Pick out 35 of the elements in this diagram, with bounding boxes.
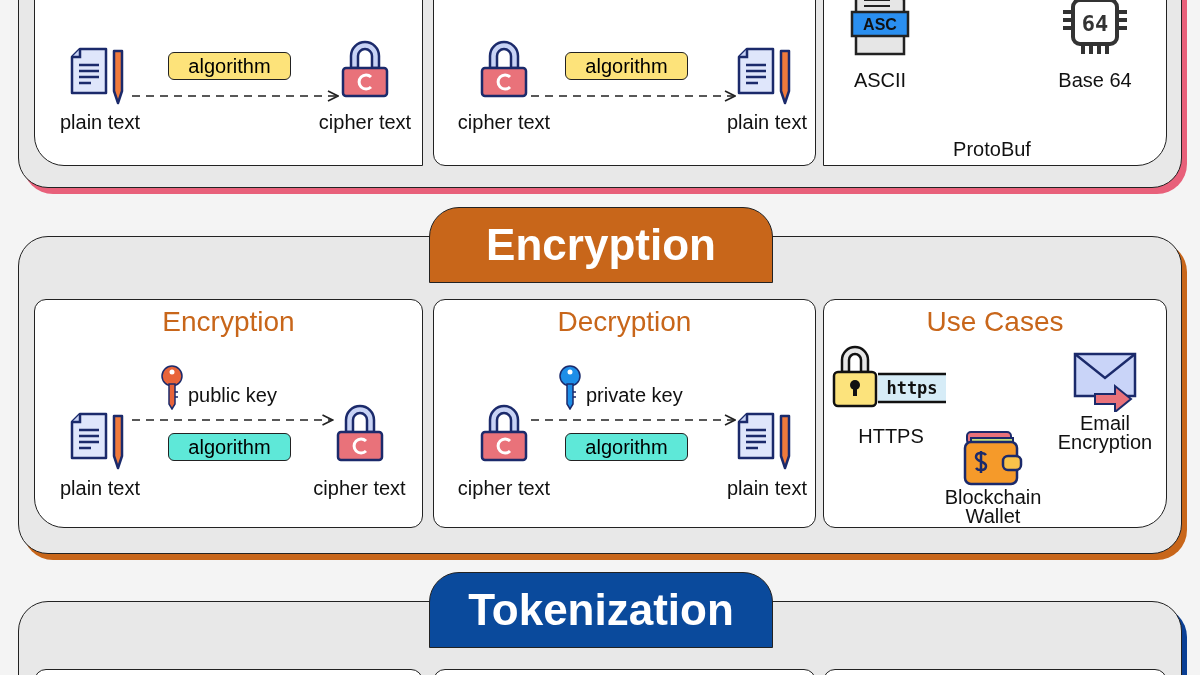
- card: [433, 299, 816, 528]
- card: [433, 0, 816, 166]
- node-label: plain text: [725, 478, 809, 498]
- section-title-tab: Tokenization: [429, 572, 773, 648]
- card-title: Use Cases: [925, 306, 1065, 338]
- key-label: private key: [586, 384, 683, 407]
- card-title: Encryption: [161, 306, 296, 338]
- node-label: plain text: [725, 112, 809, 132]
- card: [823, 0, 1167, 166]
- node-label: plain text: [58, 478, 142, 498]
- card: [34, 0, 423, 166]
- algorithm-tag: algorithm: [168, 52, 291, 80]
- card: [34, 299, 423, 528]
- node-label: cipher text: [317, 112, 413, 132]
- arrow: [530, 90, 736, 102]
- node-label: ProtoBuf: [952, 139, 1032, 159]
- card-title: Decryption: [556, 306, 693, 338]
- node-label: cipher text: [456, 478, 552, 498]
- node-label: ASCII: [852, 70, 908, 90]
- node-label: Blockchain Wallet: [943, 488, 1043, 526]
- node-label: Base 64: [1057, 70, 1133, 90]
- key-label: public key: [188, 384, 277, 407]
- node-label: HTTPS: [857, 426, 925, 446]
- node-label: Email Encryption: [1056, 414, 1154, 452]
- node-label: cipher text: [312, 478, 407, 498]
- arrow: [131, 414, 334, 426]
- section-title-tab: Encryption: [429, 207, 773, 283]
- node-label: plain text: [58, 112, 142, 132]
- arrow: [131, 90, 339, 102]
- card: [823, 299, 1167, 528]
- arrow: [530, 414, 736, 426]
- algorithm-tag: algorithm: [168, 433, 291, 461]
- node-label: cipher text: [456, 112, 552, 132]
- algorithm-tag: algorithm: [565, 433, 688, 461]
- algorithm-tag: algorithm: [565, 52, 688, 80]
